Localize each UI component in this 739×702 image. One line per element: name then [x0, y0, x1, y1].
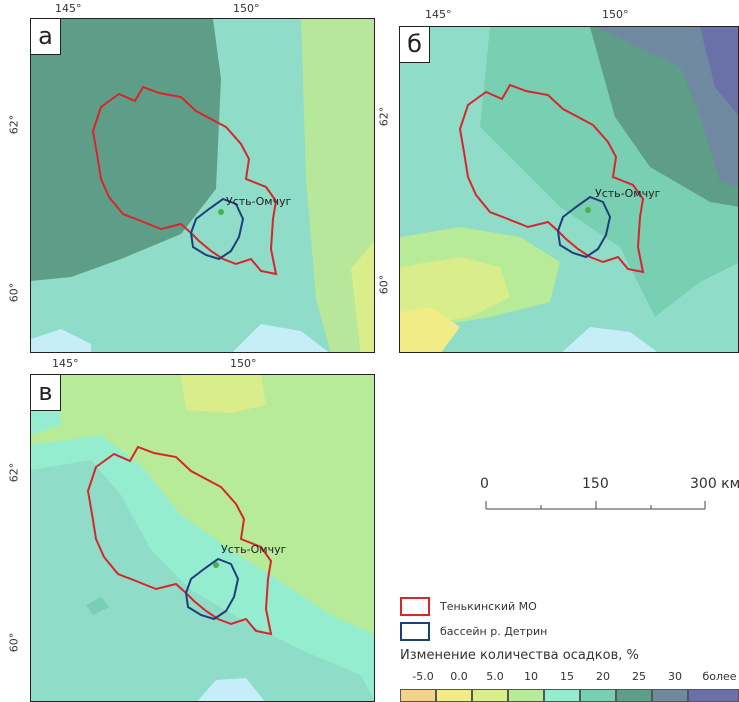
scale-label-150: 150	[582, 476, 609, 492]
lon-tick-150: 150°	[230, 357, 257, 370]
class-label: 10	[524, 670, 538, 683]
legend-title: Изменение количества осадков, %	[400, 648, 639, 663]
class-label: 5.0	[486, 670, 504, 683]
lat-tick-62: 62°	[7, 462, 21, 483]
city-label: Усть-Омчуг	[595, 187, 661, 200]
class-label: 0.0	[450, 670, 468, 683]
color-class-box	[652, 689, 688, 702]
panel-letter-b: б	[400, 27, 430, 63]
legend-swatch-mo	[400, 597, 430, 616]
lon-tick-145: 145°	[55, 2, 82, 15]
class-label: 20	[596, 670, 610, 683]
lon-tick-145: 145°	[52, 357, 79, 370]
color-class-box	[472, 689, 508, 702]
map-frame-c: в Усть-Омчуг	[30, 374, 375, 702]
color-class-box	[544, 689, 580, 702]
class-label: более	[702, 670, 737, 683]
lon-tick-150: 150°	[233, 2, 260, 15]
class-label: -5.0	[412, 670, 434, 683]
lat-tick-62: 62°	[377, 106, 391, 127]
lon-tick-150: 150°	[602, 8, 629, 21]
precip-map-c	[31, 375, 374, 701]
precip-map-b	[400, 27, 738, 352]
legend-basin-label: бассейн р. Детрин	[440, 625, 548, 638]
class-label: 15	[560, 670, 574, 683]
color-class-box	[508, 689, 544, 702]
city-label: Усть-Омчуг	[226, 195, 292, 208]
legend-swatch-basin	[400, 622, 430, 641]
panel-letter-c: в	[31, 375, 61, 411]
color-class-box	[688, 689, 739, 702]
lat-tick-62: 62°	[7, 114, 21, 135]
lon-tick-145: 145°	[425, 8, 452, 21]
map-frame-b: б Усть-Омчуг	[399, 26, 739, 353]
panel-letter-a: а	[31, 19, 61, 55]
lat-tick-60: 60°	[377, 274, 391, 295]
color-class-box	[616, 689, 652, 702]
color-class-box	[400, 689, 436, 702]
map-frame-a: а Усть-Омчуг	[30, 18, 375, 353]
class-label: 25	[632, 670, 646, 683]
legend-mo-label: Тенькинский МО	[440, 600, 537, 613]
color-class-box	[580, 689, 616, 702]
scale-label-0: 0	[480, 476, 489, 492]
lat-tick-60: 60°	[7, 632, 21, 653]
scale-label-300: 300 км	[690, 476, 739, 492]
city-label: Усть-Омчуг	[221, 543, 287, 556]
color-class-box	[436, 689, 472, 702]
scale-bar-line	[485, 501, 706, 510]
lat-tick-60: 60°	[7, 282, 21, 303]
class-label: 30	[668, 670, 682, 683]
precip-map-a	[31, 19, 374, 352]
